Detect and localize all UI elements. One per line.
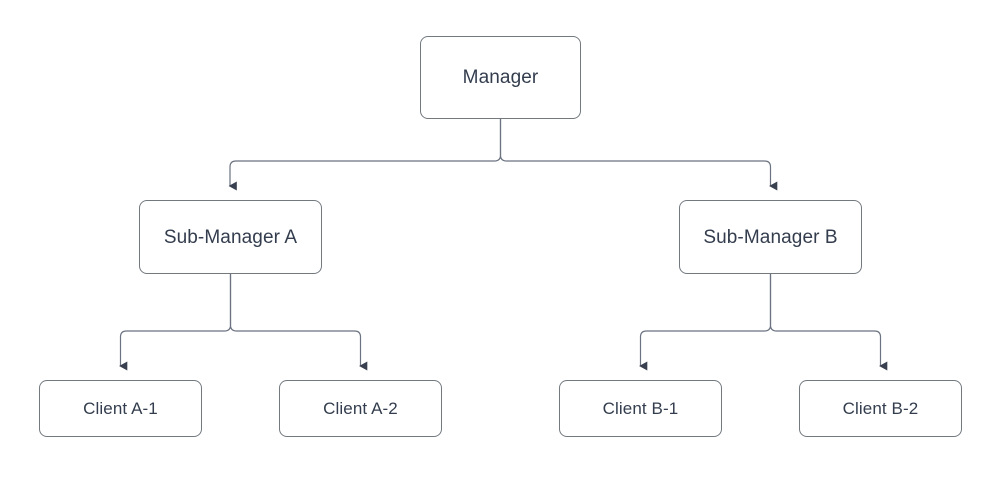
node-client-a2-label: Client A-2	[323, 399, 398, 418]
node-sub-manager-b[interactable]: Sub-Manager B	[679, 200, 862, 274]
node-client-b1-label: Client B-1	[602, 399, 679, 418]
edge-sub-a-to-client-a1	[119, 274, 232, 371]
node-sub-manager-a-label: Sub-Manager A	[163, 226, 298, 248]
node-client-a2[interactable]: Client A-2	[279, 380, 442, 437]
edge-manager-to-sub-b	[499, 119, 778, 191]
node-sub-manager-b-label: Sub-Manager B	[703, 226, 838, 248]
node-client-b2[interactable]: Client B-2	[799, 380, 962, 437]
node-sub-manager-a[interactable]: Sub-Manager A	[139, 200, 322, 274]
edge-sub-b-to-client-b1	[639, 274, 772, 371]
node-manager-label: Manager	[462, 67, 539, 88]
node-manager[interactable]: Manager	[420, 36, 581, 119]
node-client-a1[interactable]: Client A-1	[39, 380, 202, 437]
edge-manager-to-sub-a	[228, 119, 502, 191]
node-client-b1[interactable]: Client B-1	[559, 380, 722, 437]
edge-sub-a-to-client-a2	[229, 274, 368, 371]
node-client-a1-label: Client A-1	[83, 399, 158, 418]
node-client-b2-label: Client B-2	[842, 399, 919, 418]
edge-sub-b-to-client-b2	[769, 274, 888, 371]
